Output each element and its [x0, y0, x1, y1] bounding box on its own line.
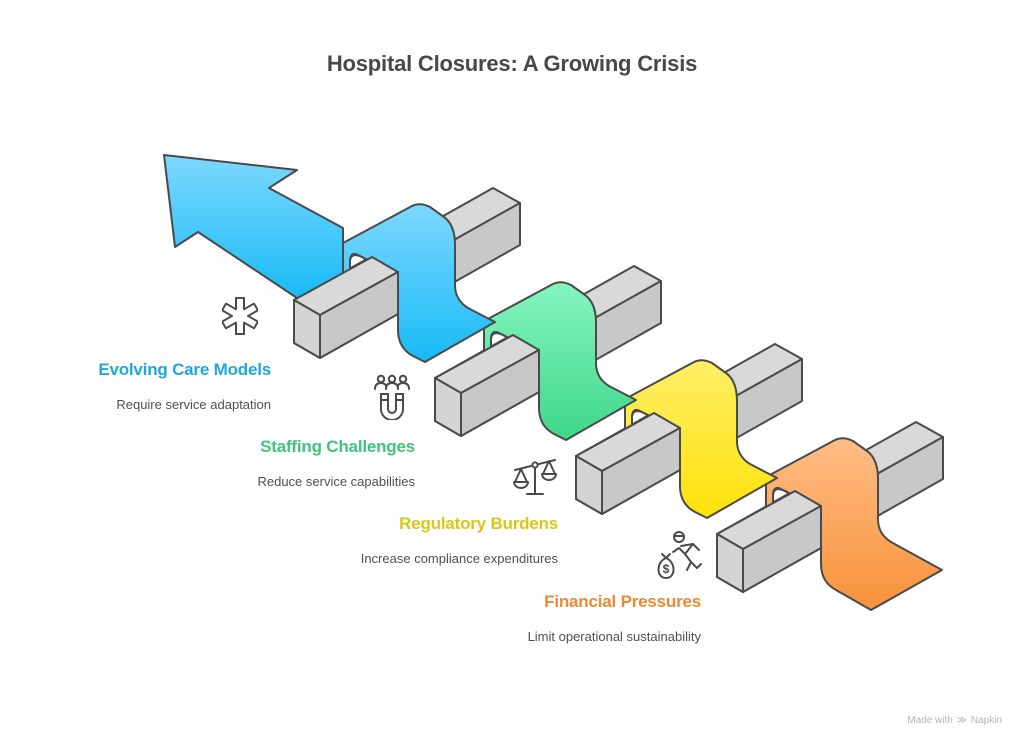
asterisk-icon	[222, 296, 258, 335]
station-4	[716, 421, 944, 611]
step-label-regulatory-burdens: Regulatory Burdens Increase compliance e…	[361, 514, 558, 566]
beam-end-face	[575, 455, 603, 515]
ribbon-fold-lip	[772, 488, 796, 506]
step-description: Require service adaptation	[116, 397, 271, 412]
footer-prefix: Made with	[907, 715, 953, 726]
footer-brand: Napkin	[970, 715, 1002, 726]
step-heading: Staffing Challenges	[260, 437, 415, 456]
arrow-head	[163, 154, 344, 301]
step-description: Increase compliance expenditures	[360, 551, 558, 566]
made-with-napkin-footer[interactable]: Made with ≫ Napkin	[907, 715, 1002, 726]
money-runner-icon: $	[657, 531, 702, 579]
napkin-logo-icon: ≫	[956, 715, 968, 726]
ribbon-fold-lip	[631, 410, 655, 428]
step-heading: Financial Pressures	[544, 592, 701, 611]
scales-icon	[513, 459, 557, 495]
beam-end-face	[716, 533, 744, 593]
station-1	[163, 154, 521, 363]
step-label-evolving-care-models: Evolving Care Models Require service ada…	[98, 360, 271, 412]
step-description: Limit operational sustainability	[527, 629, 701, 644]
svg-text:$: $	[663, 562, 670, 576]
diagram-title: Hospital Closures: A Growing Crisis	[326, 51, 698, 76]
step-label-staffing-challenges: Staffing Challenges Reduce service capab…	[257, 437, 415, 489]
beam-end-face	[434, 377, 462, 437]
ribbon-fold-lip	[490, 332, 514, 350]
step-heading: Regulatory Burdens	[399, 514, 558, 533]
people-magnet-icon	[374, 374, 410, 420]
station-3	[575, 343, 803, 519]
step-heading: Evolving Care Models	[98, 360, 271, 379]
ribbon-fold-lip	[349, 254, 373, 272]
step-label-financial-pressures: Financial Pressures Limit operational su…	[527, 592, 702, 644]
step-description: Reduce service capabilities	[257, 474, 415, 489]
beam-end-face	[293, 299, 321, 359]
station-2	[434, 265, 662, 441]
